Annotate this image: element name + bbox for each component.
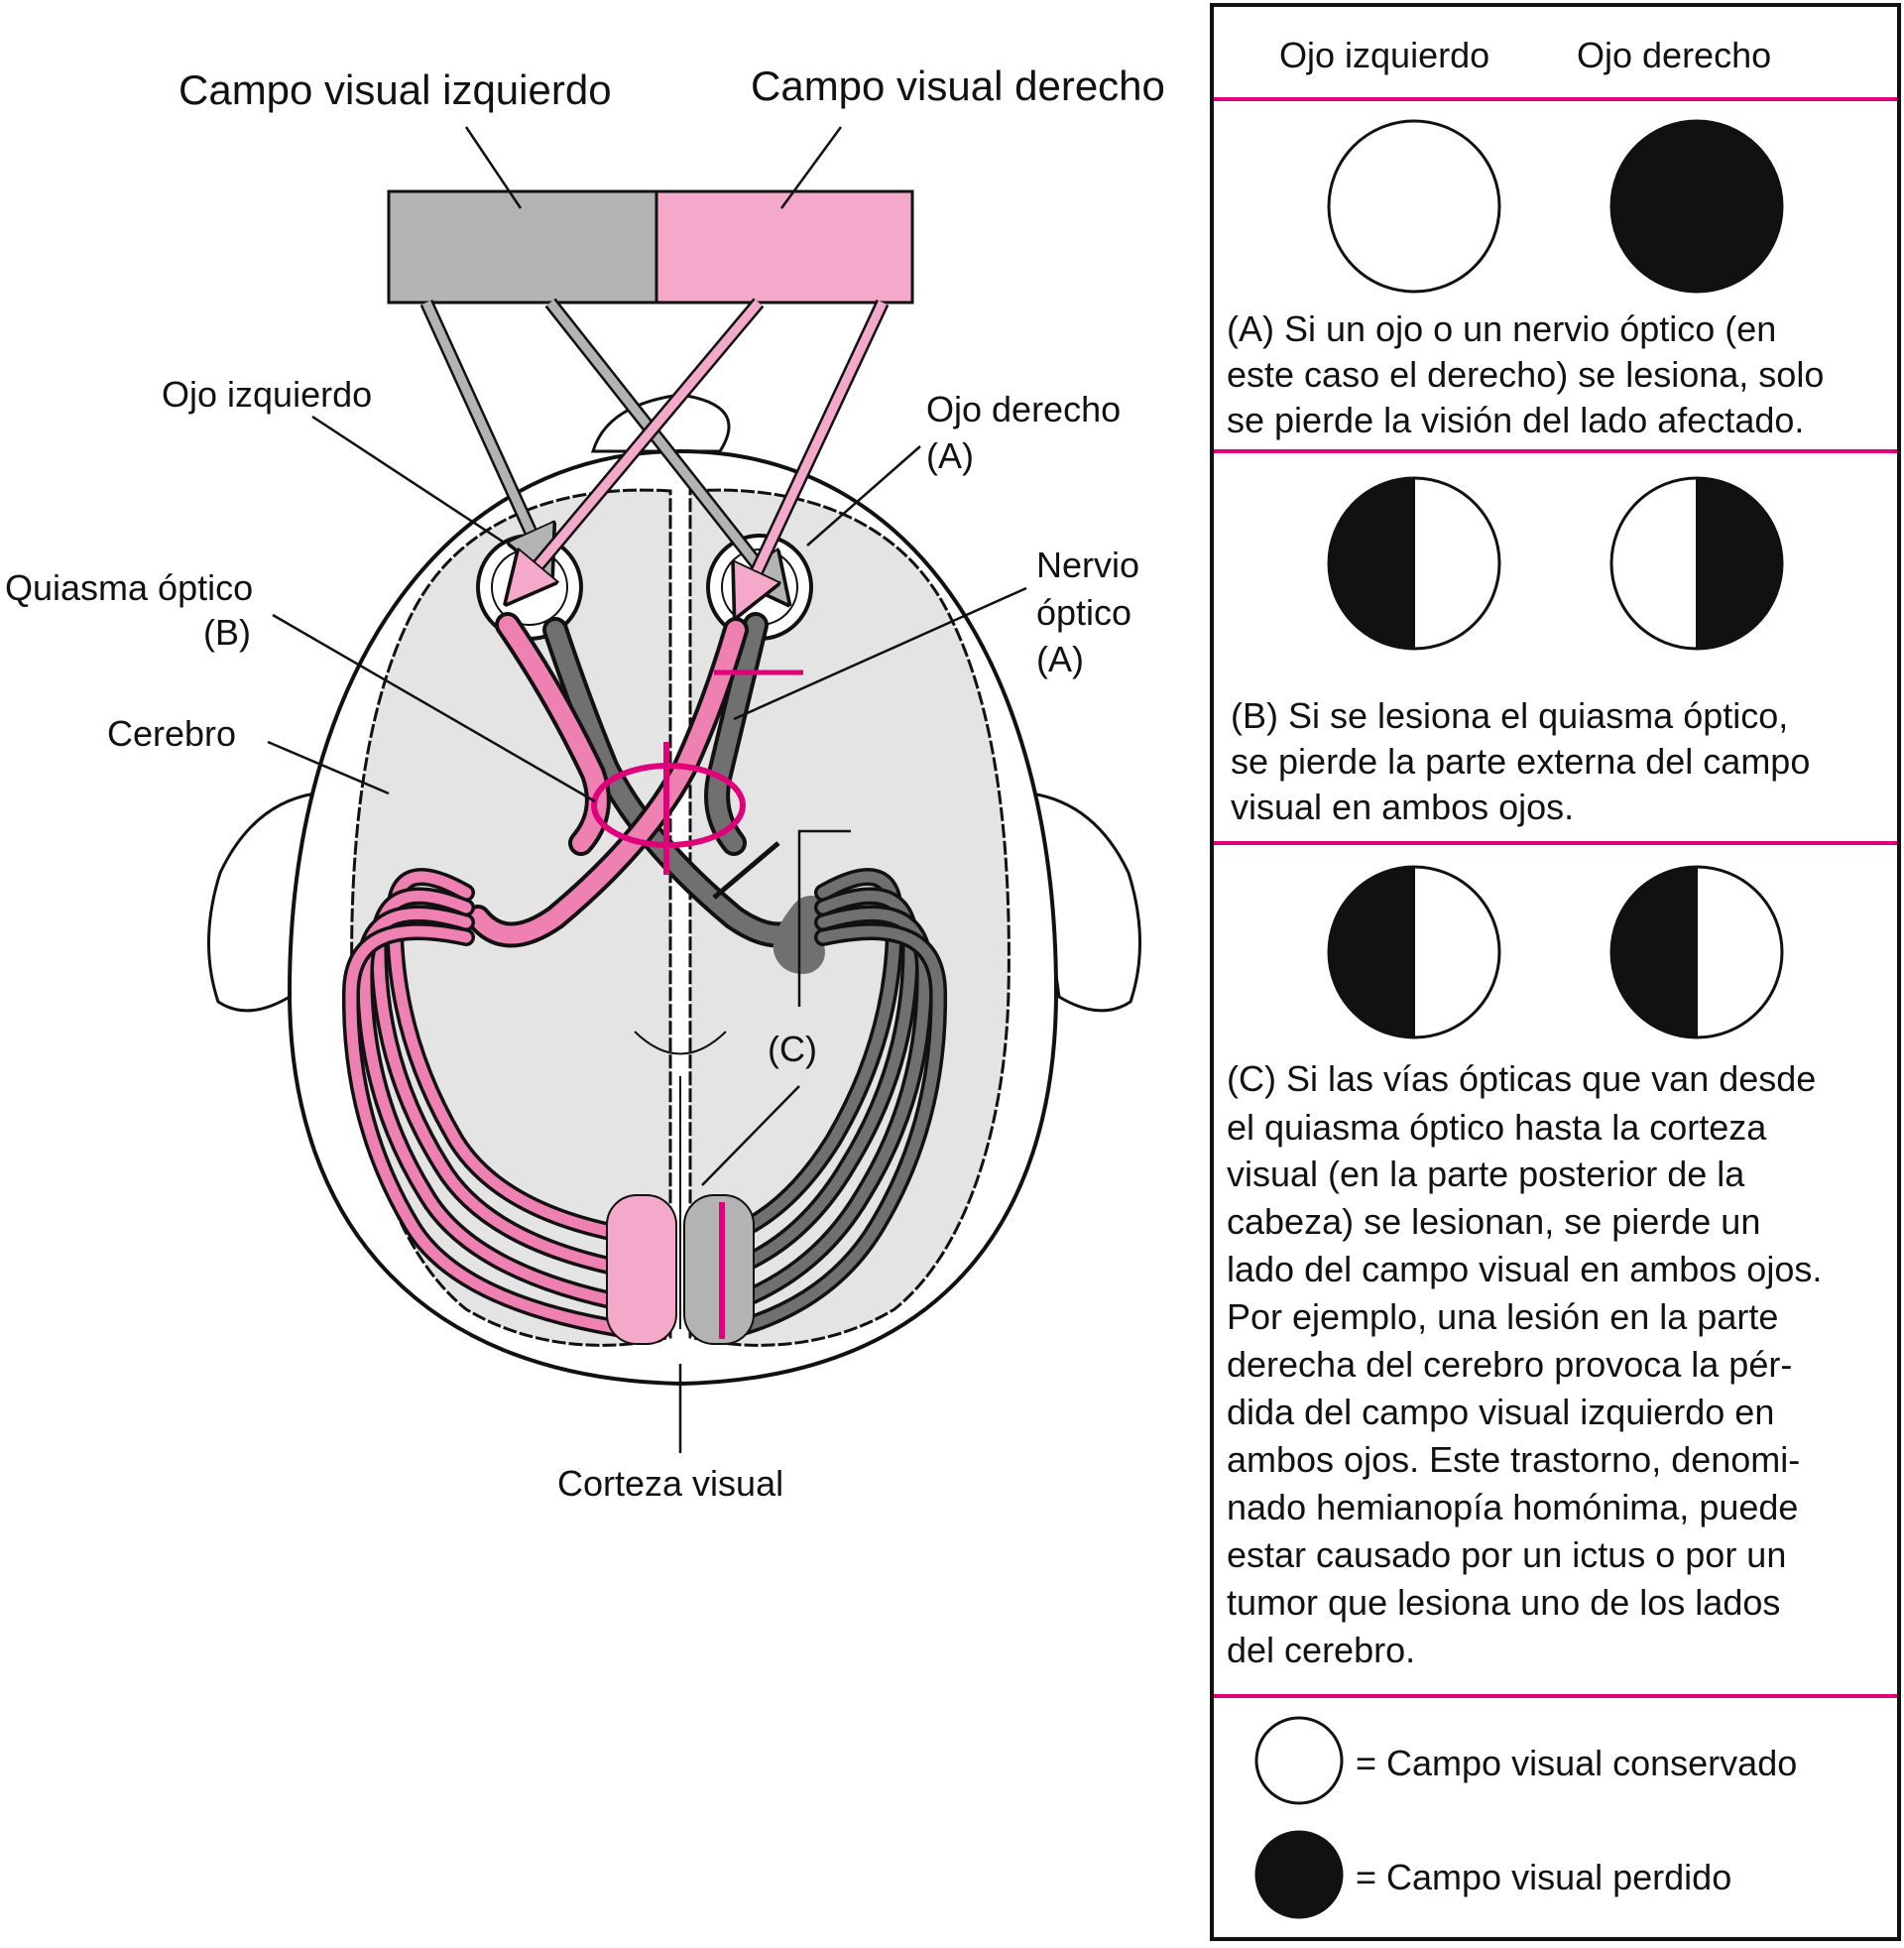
case-c-text-line-9: ambos ojos. Este trastorno, denomi- [1227, 1439, 1800, 1480]
legend-lost-swatch [1254, 1830, 1344, 1919]
case-c-text-line-8: dida del campo visual izquierdo en [1227, 1392, 1774, 1432]
right-eye-tag: (A) [926, 435, 974, 476]
tract-bracket [797, 829, 851, 1007]
legend: = Campo visual conservado = Campo visual… [1254, 1716, 1797, 1919]
left-visual-cortex [606, 1194, 677, 1345]
visual-field-bar [387, 189, 914, 304]
case-c-right-eye-field [1609, 865, 1784, 1039]
left-eye-leader [311, 415, 507, 546]
case-c-left-eye-field [1327, 865, 1501, 1039]
visual-cortex-label: Corteza visual [557, 1463, 783, 1504]
case-c-text-line-6: Por ejemplo, una lesión en la parte [1227, 1296, 1778, 1337]
tract-lesion-mark [712, 841, 780, 900]
case-c-text-line-3: visual (en la parte posterior de la [1227, 1154, 1745, 1194]
case-a-right-eye-field [1609, 119, 1784, 294]
case-c-text-line-11: estar causado por un ictus o por un [1227, 1534, 1786, 1575]
chiasm-tag: (B) [203, 612, 251, 653]
brain-label: Cerebro [107, 713, 236, 754]
case-a-left-eye-field [1327, 119, 1501, 294]
case-a-text-line-3: se pierde la visión del lado afectado. [1227, 400, 1804, 440]
case-c: (C) Si las vías ópticas que van desde el… [1227, 865, 1822, 1670]
legend-preserved-swatch [1254, 1716, 1344, 1805]
case-c-text-line-7: derecha del cerebro provoca la pér- [1227, 1344, 1792, 1385]
case-c-text-line-5: lado del campo visual en ambos ojos. [1227, 1249, 1822, 1289]
panel-header-left-eye: Ojo izquierdo [1279, 35, 1489, 75]
field-to-eye-arrows [419, 298, 890, 595]
right-eye-leader [806, 445, 921, 547]
panel-frame [1210, 3, 1901, 1941]
left-visual-field [387, 189, 658, 304]
case-c-text-line-12: tumor que lesiona uno de los lados [1227, 1582, 1780, 1623]
case-a-text-line-1: (A) Si un ojo o un nervio óptico (en [1227, 308, 1776, 349]
brain-leader [267, 740, 390, 795]
explanation-panel: Ojo izquierdo Ojo derecho (A) Si un ojo … [1210, 3, 1901, 1941]
panel-header-right-eye: Ojo derecho [1577, 35, 1771, 75]
optic-nerve-label-2: óptico [1036, 592, 1131, 633]
case-b-text-line-1: (B) Si se lesiona el quiasma óptico, [1231, 695, 1788, 736]
legend-preserved-label: = Campo visual conservado [1356, 1743, 1797, 1783]
case-c-text-line-1: (C) Si las vías ópticas que van desde [1227, 1058, 1816, 1099]
pink-visual-pathway [341, 612, 749, 1343]
tract-c-leader [701, 1085, 800, 1186]
right-field-label: Campo visual derecho [751, 62, 1165, 109]
right-ear [1029, 791, 1141, 1013]
case-b-text-line-2: se pierde la parte externa del campo [1231, 741, 1810, 782]
right-eye-label: Ojo derecho [926, 389, 1121, 429]
optic-nerve-tag: (A) [1036, 639, 1084, 679]
legend-lost-label: = Campo visual perdido [1356, 1857, 1731, 1897]
chiasm-label: Quiasma óptico [5, 567, 253, 608]
case-a: (A) Si un ojo o un nervio óptico (en est… [1227, 119, 1824, 440]
optic-nerve-label-1: Nervio [1036, 545, 1139, 585]
case-b-right-eye-field [1609, 476, 1784, 651]
case-c-text-line-4: cabeza) se lesionan, se pierde un [1227, 1201, 1760, 1242]
case-b: (B) Si se lesiona el quiasma óptico, se … [1231, 476, 1810, 827]
optic-nerve-leader [733, 586, 1027, 721]
case-a-text-line-2: este caso el derecho) se lesiona, solo [1227, 354, 1824, 395]
case-b-left-eye-field [1327, 476, 1501, 651]
chiasm-leader [272, 613, 596, 803]
case-c-text-line-2: el quiasma óptico hasta la corteza [1227, 1107, 1767, 1148]
right-visual-field [654, 189, 914, 304]
case-c-text-line-10: nado hemianopía homónima, puede [1227, 1487, 1798, 1527]
tract-tag: (C) [768, 1029, 817, 1069]
brainstem-outline [634, 1031, 727, 1055]
left-eye-label: Ojo izquierdo [162, 374, 372, 415]
case-c-text-line-13: del cerebro. [1227, 1630, 1415, 1670]
right-field-leader [779, 126, 843, 209]
case-b-text-line-3: visual en ambos ojos. [1231, 787, 1574, 827]
left-field-leader [464, 126, 523, 209]
left-field-label: Campo visual izquierdo [178, 66, 612, 113]
